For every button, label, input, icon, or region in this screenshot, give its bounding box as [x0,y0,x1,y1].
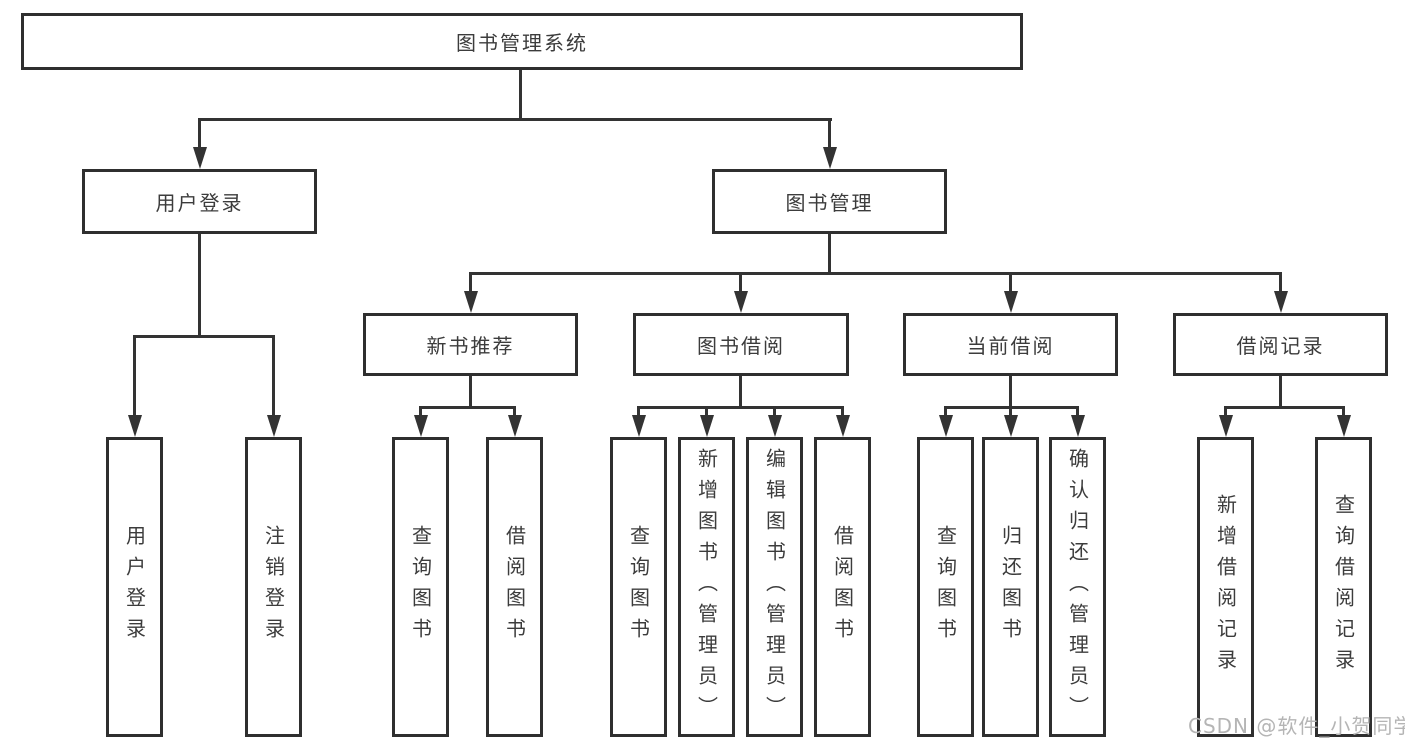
node-new-book-recommend: 新书推荐 [363,313,578,376]
node-label: 归还图书 [998,525,1023,649]
node-label: 编辑图书（管理员） [762,447,787,727]
connector-vline [1224,406,1227,415]
arrowhead-down-icon [1004,415,1018,437]
arrowhead-down-icon [632,415,646,437]
node-label: 确认归还（管理员） [1065,447,1090,727]
arrowhead-down-icon [1219,415,1233,437]
node-label: 新书推荐 [426,334,515,358]
arrowhead-down-icon [1004,291,1018,313]
connector-hline [133,335,275,338]
node-user-login: 用户登录 [82,169,317,234]
node-label: 当前借阅 [966,334,1055,358]
arrowhead-down-icon [267,415,281,437]
node-leaf-query-borrow-record: 查询借阅记录 [1315,437,1372,737]
connector-vline [419,406,422,415]
connector-vline [1009,406,1012,415]
connector-vline [272,335,275,415]
csdn-watermark: CSDN @软件_小贺同学 [1188,714,1405,738]
node-leaf-user-login: 用户登录 [106,437,163,737]
node-label: 查询图书 [408,525,433,649]
arrowhead-down-icon [464,291,478,313]
connector-vline [198,118,201,147]
connector-vline [1076,406,1079,415]
connector-vline [1009,376,1012,406]
connector-vline [1279,376,1282,406]
node-label: 借阅图书 [830,525,855,649]
connector-hline [637,406,844,409]
node-leaf-confirm-return-admin: 确认归还（管理员） [1049,437,1106,737]
node-leaf-return-books: 归还图书 [982,437,1039,737]
connector-hline [1224,406,1345,409]
node-label: 新增借阅记录 [1213,494,1238,680]
arrowhead-down-icon [836,415,850,437]
node-label: 用户登录 [122,525,147,649]
arrowhead-down-icon [1274,291,1288,313]
node-label: 用户登录 [155,191,244,215]
arrowhead-down-icon [939,415,953,437]
node-label: 借阅图书 [502,525,527,649]
connector-vline [469,272,472,291]
node-label: 图书借阅 [697,334,785,358]
connector-vline [739,272,742,291]
connector-vline [133,335,136,415]
node-book-management: 图书管理 [712,169,947,234]
connector-vline [828,234,831,272]
node-leaf-query-books-3: 查询图书 [917,437,974,737]
node-leaf-add-books-admin: 新增图书（管理员） [678,437,735,737]
node-label: 查询图书 [933,525,958,649]
node-leaf-query-books-1: 查询图书 [392,437,449,737]
arrowhead-down-icon [193,147,207,169]
connector-hline [419,406,516,409]
connector-vline [519,70,522,118]
arrowhead-down-icon [508,415,522,437]
node-label: 新增图书（管理员） [694,447,719,727]
arrowhead-down-icon [1337,415,1351,437]
connector-vline [513,406,516,415]
node-leaf-borrow-books-1: 借阅图书 [486,437,543,737]
connector-vline [1342,406,1345,415]
arrowhead-down-icon [734,291,748,313]
node-leaf-logout: 注销登录 [245,437,302,737]
node-book-borrowing: 图书借阅 [633,313,849,376]
connector-vline [739,376,742,406]
node-current-borrowing: 当前借阅 [903,313,1118,376]
node-leaf-query-books-2: 查询图书 [610,437,667,737]
connector-vline [841,406,844,415]
node-leaf-edit-books-admin: 编辑图书（管理员） [746,437,803,737]
node-label: 查询图书 [626,525,651,649]
node-label: 查询借阅记录 [1331,494,1356,680]
arrowhead-down-icon [768,415,782,437]
arrowhead-down-icon [128,415,142,437]
arrowhead-down-icon [414,415,428,437]
connector-vline [198,234,201,335]
node-borrowing-records: 借阅记录 [1173,313,1388,376]
node-leaf-add-borrow-record: 新增借阅记录 [1197,437,1254,737]
connector-vline [705,406,708,415]
connector-vline [469,376,472,406]
arrowhead-down-icon [700,415,714,437]
arrowhead-down-icon [823,147,837,169]
node-library-system: 图书管理系统 [21,13,1023,70]
connector-hline [198,118,832,121]
connector-vline [1009,272,1012,291]
node-label: 借阅记录 [1236,334,1325,358]
connector-vline [773,406,776,415]
connector-hline [469,272,1282,275]
node-label: 注销登录 [261,525,286,649]
arrowhead-down-icon [1071,415,1085,437]
connector-vline [1279,272,1282,291]
connector-vline [828,118,831,147]
node-label: 图书管理 [785,191,874,215]
node-leaf-borrow-books-2: 借阅图书 [814,437,871,737]
connector-vline [637,406,640,415]
node-label: 图书管理系统 [456,31,588,55]
connector-vline [944,406,947,415]
